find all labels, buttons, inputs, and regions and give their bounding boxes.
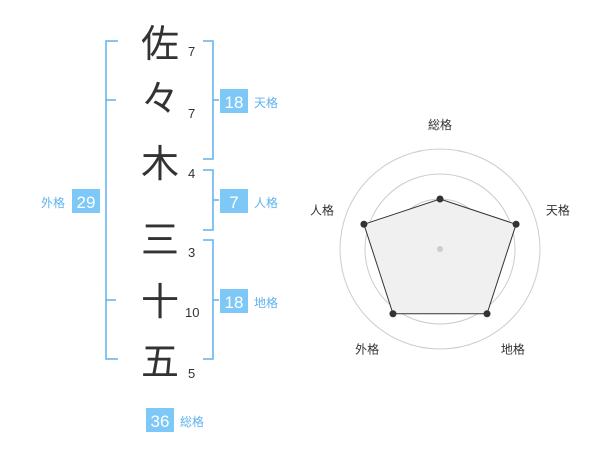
gaikaku-group: 外格 29 bbox=[41, 189, 100, 213]
tenkaku-box bbox=[220, 89, 248, 113]
radar-axis-label-2: 天格 bbox=[546, 203, 570, 218]
radar-axis-label-3: 地格 bbox=[501, 341, 525, 356]
radar-point-1 bbox=[436, 195, 444, 203]
jinkaku-group: 7 人格 bbox=[220, 189, 278, 213]
name-char-5: 十 bbox=[141, 280, 179, 324]
radar-axis-label-4: 外格 bbox=[355, 341, 379, 356]
gaikaku-label: 外格 bbox=[41, 195, 65, 210]
gaikaku-box bbox=[72, 189, 100, 213]
name-char-2: 々 bbox=[141, 77, 179, 121]
soukaku-box bbox=[146, 408, 174, 432]
chikaku-box bbox=[220, 289, 248, 313]
soukaku-label: 総格 bbox=[180, 414, 204, 429]
radar-point-3 bbox=[483, 310, 491, 318]
tenkaku-bracket bbox=[203, 40, 219, 160]
jinkaku-value: 7 bbox=[229, 193, 238, 212]
chikaku-label: 地格 bbox=[254, 295, 278, 310]
tenkaku-group: 18 天格 bbox=[220, 89, 278, 113]
name-column: 佐 7 々 7 木 4 三 3 十 10 五 5 bbox=[141, 22, 199, 384]
radar-axis-label-1: 総格 bbox=[428, 117, 452, 132]
stroke-count-3: 4 bbox=[188, 166, 195, 181]
radar-center-dot bbox=[437, 246, 443, 252]
radar-point-2 bbox=[512, 220, 520, 228]
stroke-count-6: 5 bbox=[188, 366, 195, 381]
radar-ring-3 bbox=[364, 173, 516, 325]
name-char-4: 三 bbox=[141, 218, 179, 262]
gaikaku-bracket bbox=[105, 40, 118, 360]
stroke-count-5: 10 bbox=[185, 305, 199, 320]
tenkaku-value: 18 bbox=[225, 93, 244, 112]
stroke-count-1: 7 bbox=[188, 44, 195, 59]
jinkaku-bracket bbox=[203, 169, 219, 231]
radar-point-4 bbox=[389, 310, 397, 318]
tenkaku-label: 天格 bbox=[254, 95, 278, 110]
jinkaku-box bbox=[220, 189, 248, 213]
radar-ring-4 bbox=[339, 148, 541, 350]
radar-points bbox=[360, 195, 520, 318]
name-char-1: 佐 bbox=[141, 22, 179, 66]
stroke-count-2: 7 bbox=[188, 106, 195, 121]
jinkaku-label: 人格 bbox=[254, 195, 278, 210]
name-char-3: 木 bbox=[141, 142, 179, 186]
gaikaku-value: 29 bbox=[77, 193, 96, 212]
brackets bbox=[105, 40, 219, 360]
radar-point-5 bbox=[360, 220, 368, 228]
name-char-6: 五 bbox=[141, 340, 179, 384]
soukaku-group: 36 総格 bbox=[146, 408, 204, 432]
soukaku-value: 36 bbox=[151, 412, 170, 431]
chikaku-group: 18 地格 bbox=[220, 289, 278, 313]
stroke-count-4: 3 bbox=[188, 245, 195, 260]
radar-polygon bbox=[363, 198, 517, 315]
radar-axis-label-5: 人格 bbox=[310, 203, 334, 218]
chikaku-value: 18 bbox=[225, 293, 244, 312]
chikaku-bracket bbox=[203, 239, 219, 360]
